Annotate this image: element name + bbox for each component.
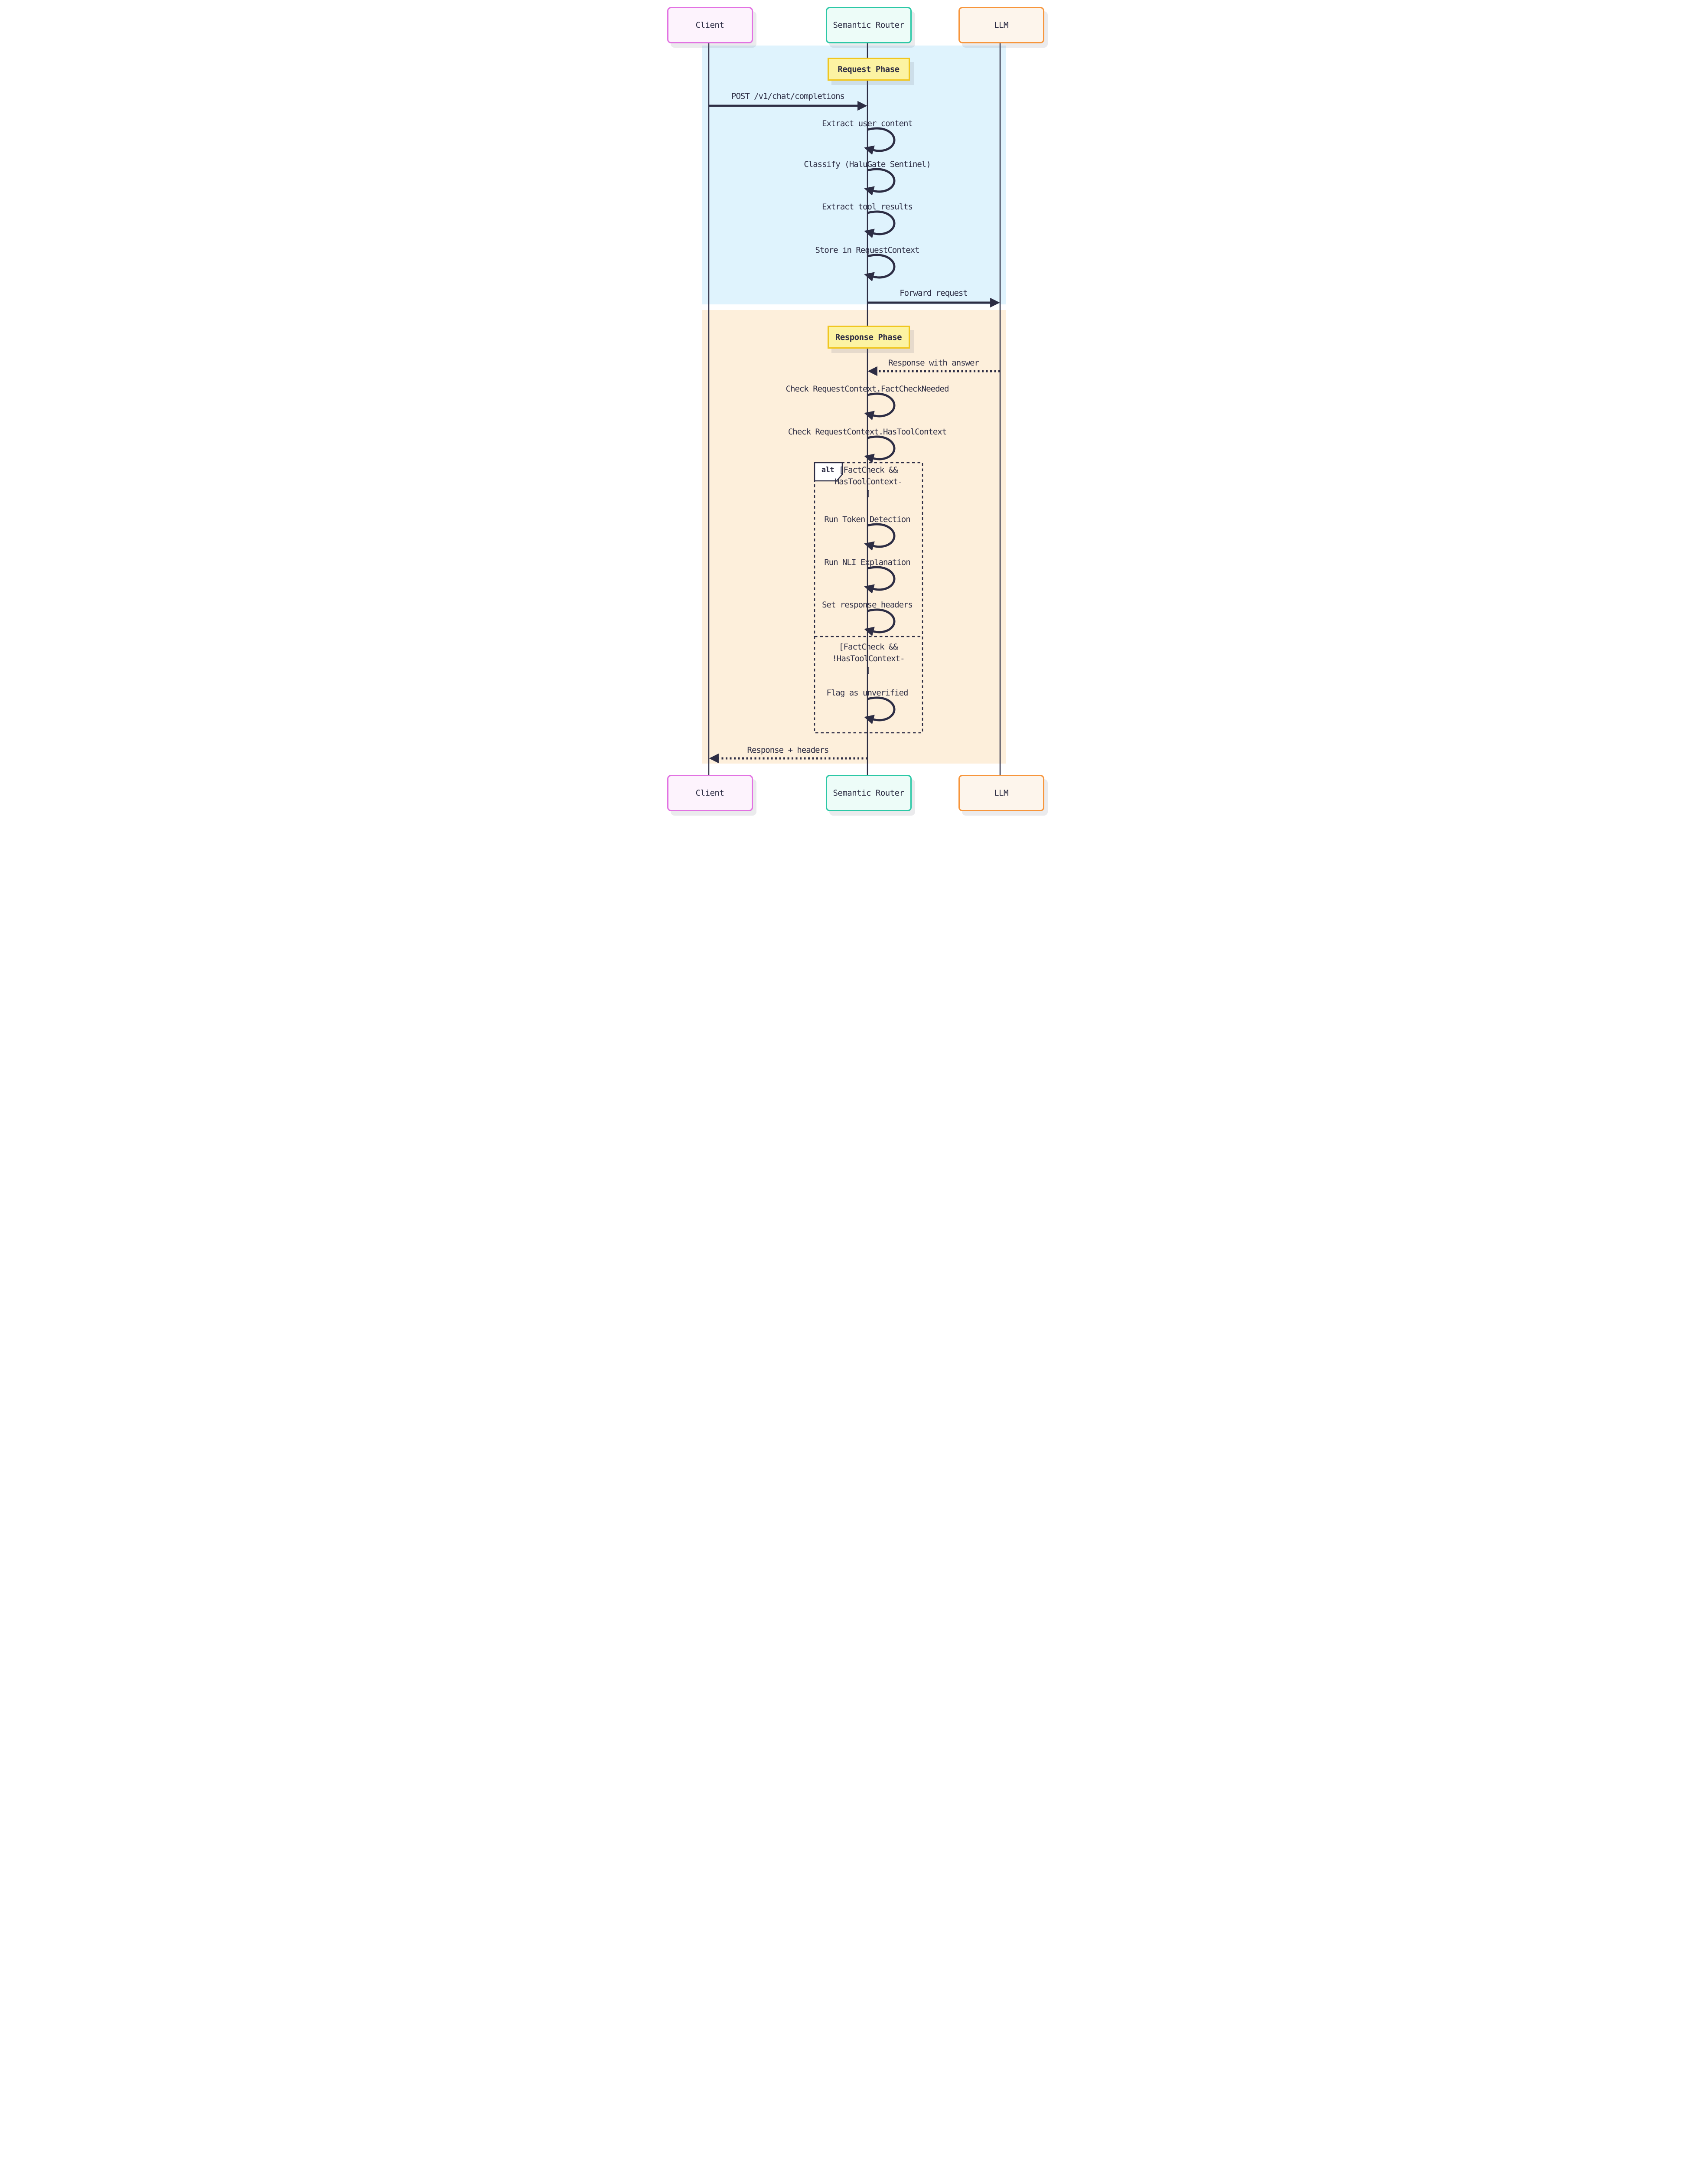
self-loop-check-factcheck <box>864 392 896 421</box>
alt-label-box <box>814 462 843 482</box>
actor-semantic-router-top: Semantic Router <box>825 7 912 43</box>
message-flag-unverified: Flag as unverified <box>826 688 909 698</box>
alt-condition-1: [FactCheck && HasToolContext- ] <box>815 464 922 500</box>
alt-condition-1-line-3: ] <box>866 489 871 498</box>
alt-condition-2-line-3: ] <box>866 666 871 675</box>
actor-llm-bottom: LLM <box>958 775 1044 811</box>
request-phase-text: Request Phase <box>838 64 900 74</box>
message-run-nli: Run NLI Explanation <box>824 558 910 567</box>
actor-llm-bottom-label: LLM <box>994 788 1008 798</box>
self-loop-extract-tools <box>864 210 896 238</box>
actor-llm-top: LLM <box>958 7 1044 43</box>
actor-client-top: Client <box>667 7 753 43</box>
actor-client-label: Client <box>695 20 724 30</box>
self-loop-set-headers <box>864 608 896 637</box>
message-extract-user: Extract user content <box>822 119 913 128</box>
self-loop-run-nli <box>864 566 896 594</box>
actor-llm-label: LLM <box>994 20 1008 30</box>
message-check-factcheck: Check RequestContext.FactCheckNeeded <box>786 384 949 394</box>
self-loop-store-ctx <box>864 254 896 282</box>
message-extract-tools: Extract tool results <box>822 202 913 212</box>
message-forward: Forward request <box>900 288 968 298</box>
request-phase-label: Request Phase <box>827 58 910 81</box>
actor-semantic-router-bottom-label: Semantic Router <box>833 788 904 798</box>
alt-condition-1-line-2: HasToolContext- <box>834 477 903 486</box>
request-phase-band <box>702 46 1006 304</box>
self-loop-flag-unverified <box>864 696 896 725</box>
response-phase-text: Response Phase <box>835 332 902 342</box>
actor-semantic-router-label: Semantic Router <box>833 20 904 30</box>
actor-client-bottom: Client <box>667 775 753 811</box>
message-post: POST /v1/chat/completions <box>731 91 845 101</box>
alt-condition-2-line-1: [FactCheck && <box>839 642 898 652</box>
message-response-headers: Response + headers <box>747 745 829 755</box>
self-loop-check-toolctx <box>864 435 896 464</box>
message-set-headers: Set response headers <box>822 600 913 610</box>
sequence-diagram: Client Semantic Router LLM Request Phase… <box>640 0 1068 832</box>
message-store-ctx: Store in RequestContext <box>815 245 919 255</box>
actor-semantic-router-bottom: Semantic Router <box>825 775 912 811</box>
self-loop-classify <box>864 168 896 196</box>
message-check-toolctx: Check RequestContext.HasToolContext <box>788 427 947 437</box>
self-loop-run-token <box>864 523 896 551</box>
message-classify: Classify (HaluGate Sentinel) <box>804 160 931 169</box>
response-phase-band <box>702 310 1006 764</box>
actor-client-bottom-label: Client <box>695 788 724 798</box>
message-run-token: Run Token Detection <box>824 515 910 524</box>
self-loop-extract-user <box>864 127 896 155</box>
response-phase-label: Response Phase <box>827 326 910 349</box>
alt-condition-2-line-2: !HasToolContext- <box>832 654 905 663</box>
message-response-answer: Response with answer <box>888 358 979 368</box>
alt-operator-label: alt <box>821 466 834 474</box>
diagram-lines-layer <box>708 41 1001 775</box>
alt-condition-1-line-1: [FactCheck && <box>839 465 898 475</box>
alt-condition-2: [FactCheck && !HasToolContext- ] <box>815 641 922 676</box>
